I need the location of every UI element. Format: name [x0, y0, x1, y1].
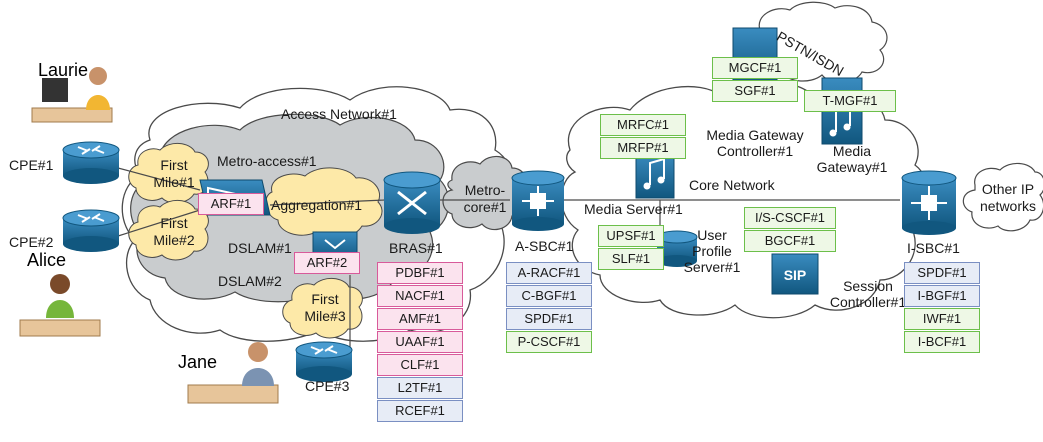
isbc-icon: [901, 170, 957, 235]
media-server-label: Media Server#1: [584, 201, 683, 217]
function-box: I-BCF#1: [904, 331, 980, 353]
aggregation-label: Aggregation#1: [271, 197, 363, 213]
function-box: SLF#1: [598, 248, 664, 270]
function-box: RCEF#1: [377, 400, 463, 422]
metro-core-label: Metro-core#1: [463, 182, 507, 215]
cpe2-label: CPE#2: [9, 234, 54, 250]
function-box: C-BGF#1: [506, 285, 592, 307]
function-box: MRFP#1: [600, 137, 686, 159]
function-box: SGF#1: [712, 80, 798, 102]
cpe3-router-icon: [295, 341, 353, 382]
arf1-box: ARF#1: [198, 193, 264, 215]
other-ip-cloud: [962, 162, 1043, 232]
svg-text:SIP: SIP: [784, 267, 807, 283]
function-box: AMF#1: [377, 308, 463, 330]
function-box: I-BGF#1: [904, 285, 980, 307]
core-network-label: Core Network: [689, 177, 775, 193]
function-box: L2TF#1: [377, 377, 463, 399]
isbc1-label: I-SBC#1: [907, 240, 960, 256]
cpe2-router-icon: [62, 209, 120, 252]
dslam2-label: DSLAM#2: [218, 273, 282, 289]
bras-icon: [383, 171, 441, 234]
sip-server-icon: SIP: [771, 253, 819, 295]
jane-figure: [187, 342, 279, 404]
media-server-icon: [635, 151, 675, 199]
function-box: SPDF#1: [506, 308, 592, 330]
metro-access-label: Metro-access#1: [217, 153, 317, 169]
function-box: BGCF#1: [744, 230, 836, 252]
function-box: SPDF#1: [904, 262, 980, 284]
function-box: MGCF#1: [712, 57, 798, 79]
cpe1-router-icon: [62, 141, 120, 184]
asbc-icon: [511, 170, 565, 231]
function-box: PDBF#1: [377, 262, 463, 284]
first-mile-3-cloud: [282, 278, 363, 339]
function-box: A-RACF#1: [506, 262, 592, 284]
dslam1-label: DSLAM#1: [228, 240, 292, 256]
laurie-name: Laurie: [38, 60, 89, 80]
laurie-figure: [31, 67, 113, 123]
tmgf-box: T-MGF#1: [804, 90, 896, 112]
function-box: P-CSCF#1: [506, 331, 592, 353]
function-box: I/S-CSCF#1: [744, 207, 836, 229]
arf2-box: ARF#2: [294, 252, 360, 274]
access-network-label: Access Network#1: [281, 106, 397, 122]
cpe1-label: CPE#1: [9, 157, 54, 173]
alice-figure: [19, 274, 101, 337]
first-mile-2-cloud: [128, 200, 209, 261]
cpe3-label: CPE#3: [305, 378, 350, 394]
bras1-label: BRAS#1: [389, 240, 443, 256]
jane-name: Jane: [178, 352, 218, 372]
asbc1-label: A-SBC#1: [515, 238, 574, 254]
function-box: CLF#1: [377, 354, 463, 376]
function-box: MRFC#1: [600, 114, 686, 136]
alice-name: Alice: [27, 250, 67, 270]
function-box: UAAF#1: [377, 331, 463, 353]
function-box: NACF#1: [377, 285, 463, 307]
function-box: IWF#1: [904, 308, 980, 330]
function-box: UPSF#1: [598, 225, 664, 247]
